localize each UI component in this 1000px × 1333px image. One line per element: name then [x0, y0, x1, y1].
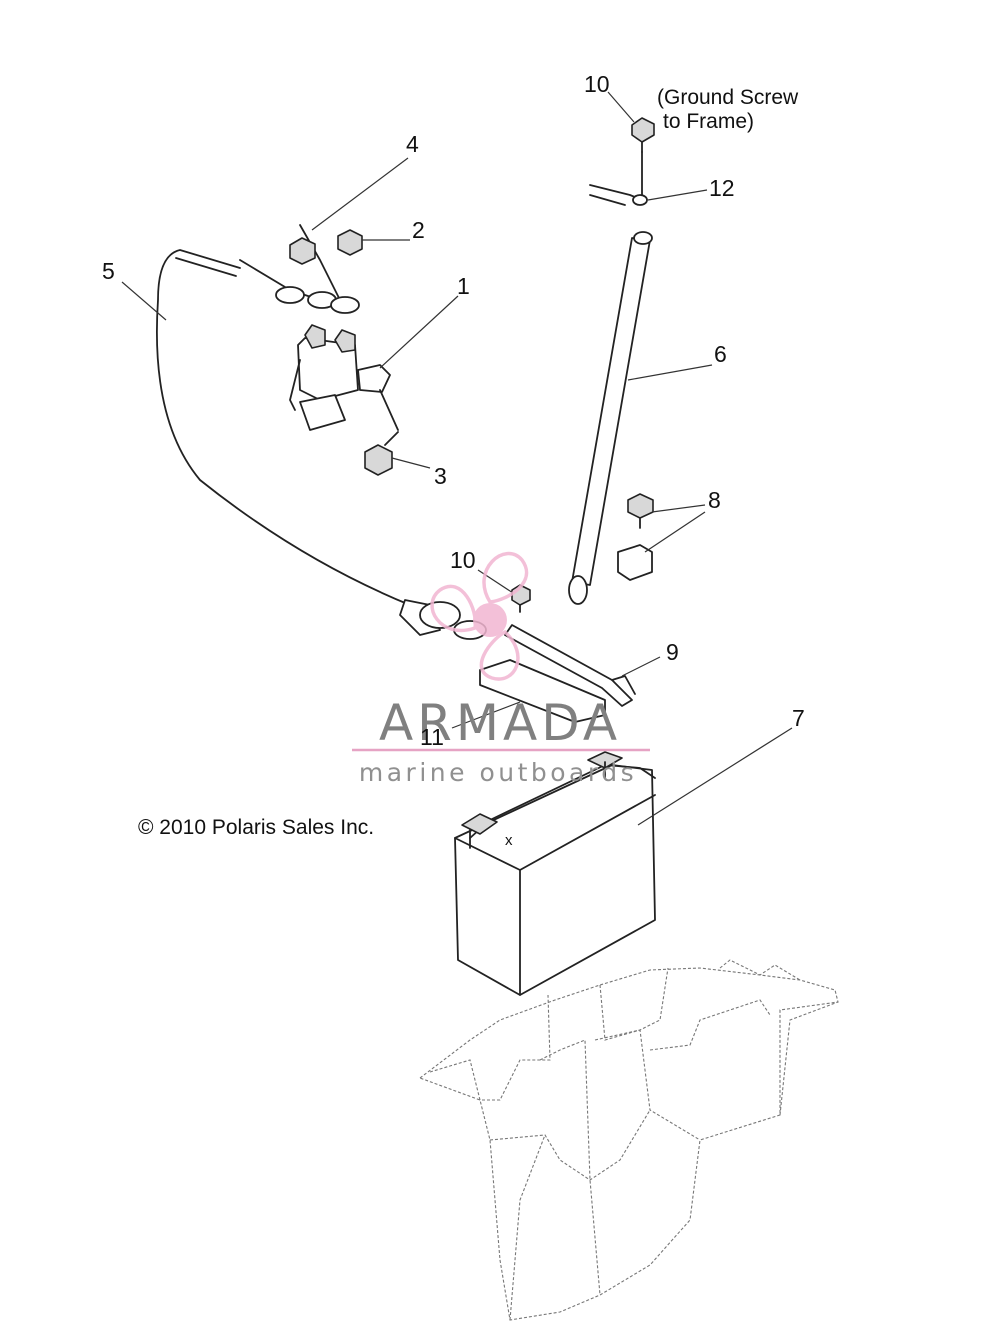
- battery-tray: [418, 959, 839, 1321]
- bolt-and-nut: [617, 493, 654, 581]
- solenoid-bolt: [364, 431, 399, 476]
- callout-5: 5: [102, 258, 115, 284]
- callout-12: 12: [709, 175, 735, 201]
- logo-petal-mark: [430, 584, 478, 633]
- watermark-logo: [430, 552, 529, 681]
- note-ground-screw-line2: to Frame): [663, 110, 754, 133]
- logo-petal-mark: [482, 552, 529, 604]
- watermark-subtitle: marine outboards: [359, 758, 637, 787]
- callout-10-ground-screw: 10: [584, 71, 610, 97]
- callout-11: 11: [420, 724, 444, 750]
- callout-7: 7: [792, 705, 805, 731]
- battery-strap: [504, 624, 636, 707]
- callout-6: 6: [714, 341, 727, 367]
- callout-9: 9: [666, 639, 679, 665]
- svg-text:x: x: [505, 832, 513, 849]
- logo-petal-mark: [479, 629, 520, 681]
- starter-solenoid: [239, 224, 399, 431]
- ground-cable: [568, 231, 653, 605]
- ground-screw: [631, 117, 655, 196]
- leader-lines: [121, 91, 793, 826]
- callout-8: 8: [708, 487, 721, 513]
- note-ground-screw-line1: (Ground Screw: [657, 86, 799, 109]
- callout-3: 3: [434, 463, 447, 489]
- ring-terminal: [589, 184, 648, 206]
- strap-bolt: [511, 584, 531, 613]
- copyright-notice: © 2010 Polaris Sales Inc.: [138, 816, 374, 839]
- callout-1: 1: [457, 273, 470, 299]
- logo-hub-mark: [473, 603, 507, 637]
- watermark-title: ARMADA: [379, 694, 621, 752]
- battery: x: [454, 751, 656, 996]
- callout-2: 2: [412, 217, 425, 243]
- callout-10-strap-bolt: 10: [450, 547, 476, 573]
- callout-4: 4: [406, 131, 419, 157]
